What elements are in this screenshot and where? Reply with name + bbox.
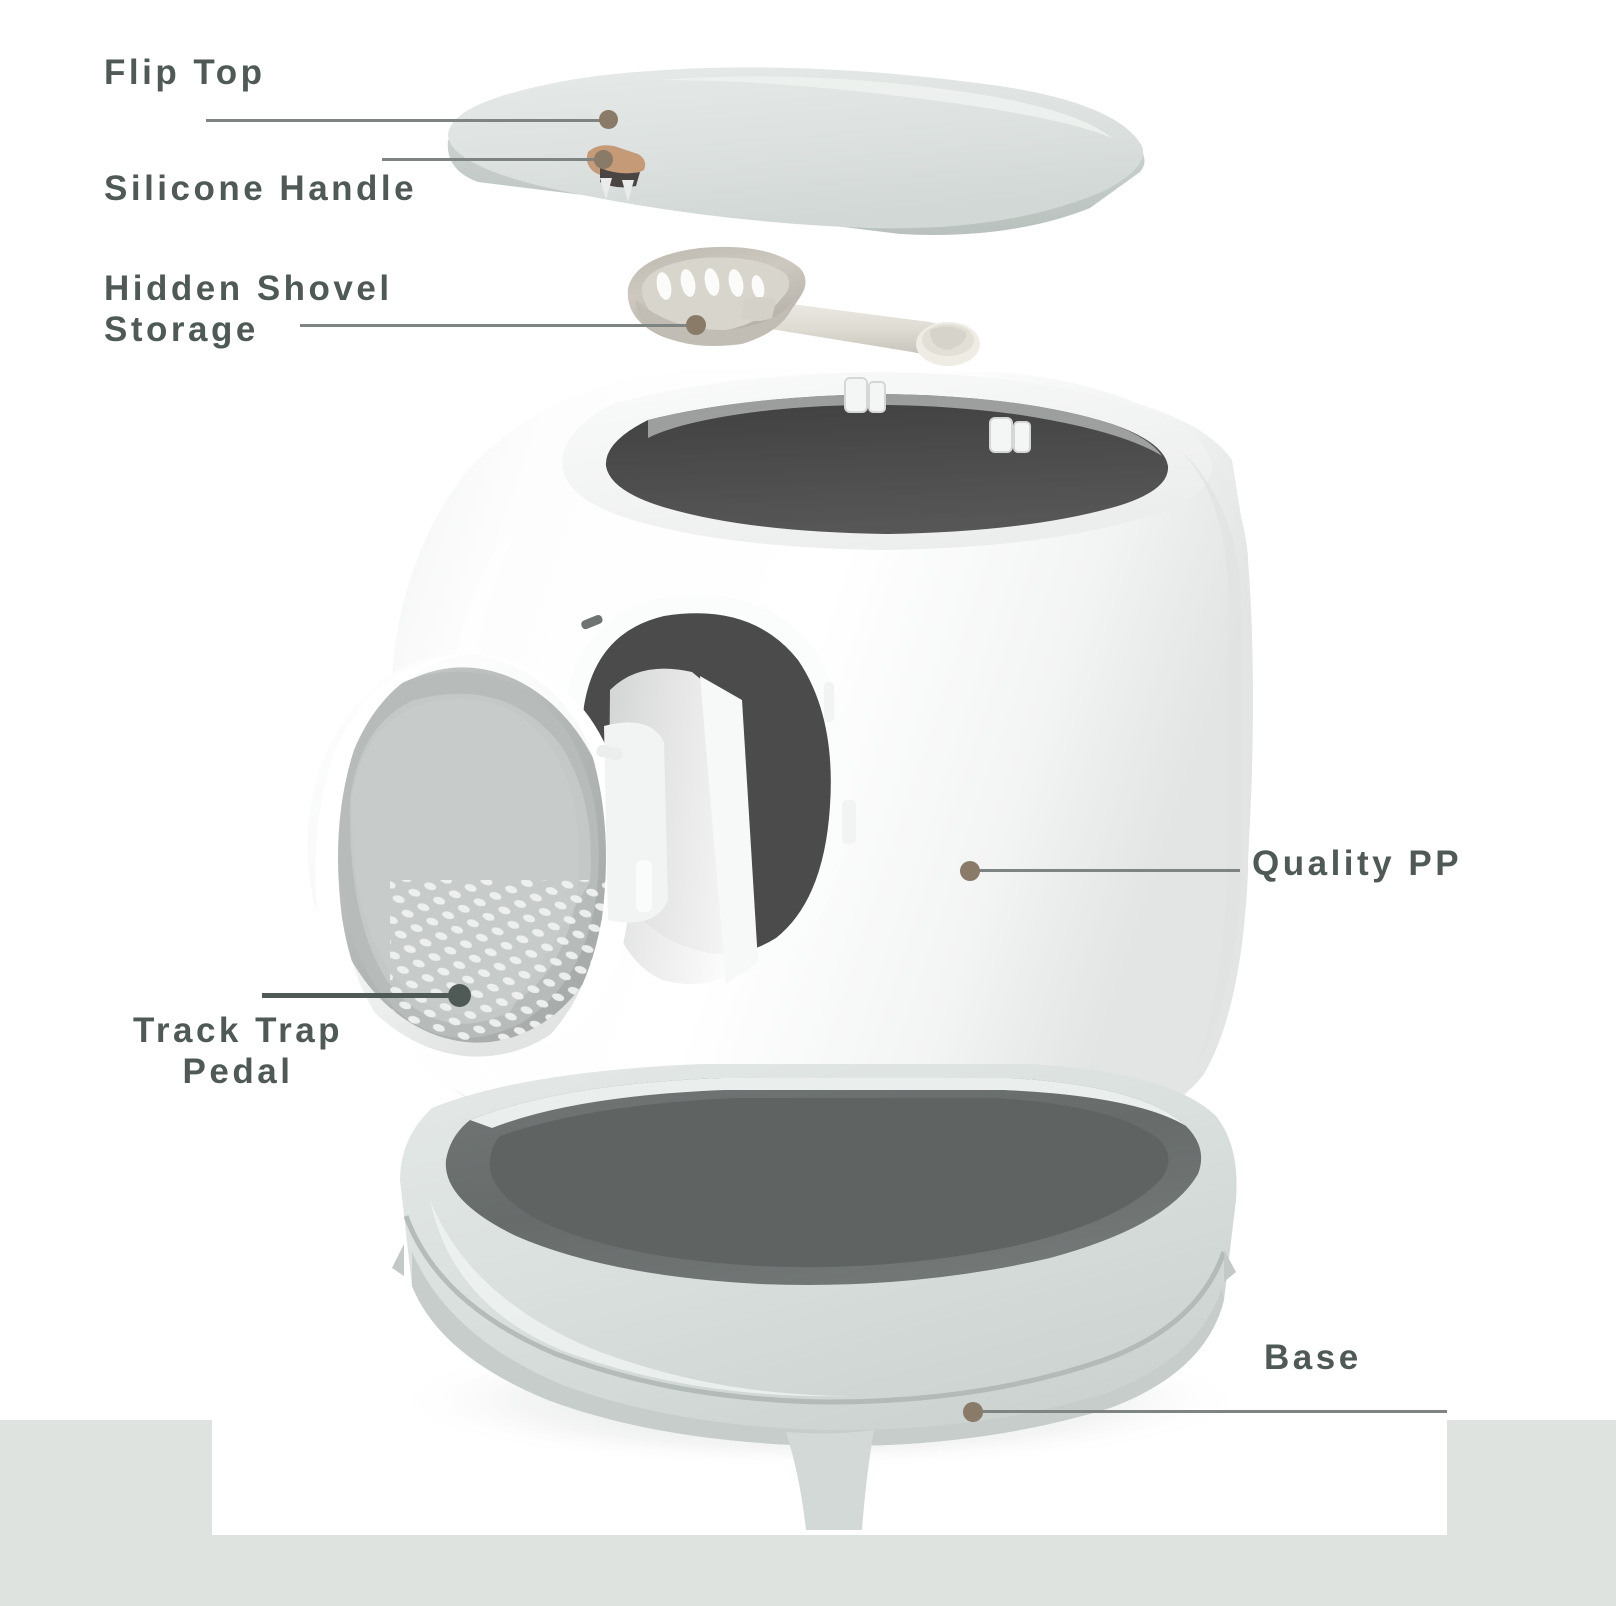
connector-line-silicone-handle — [382, 158, 612, 161]
connector-dot-silicone-handle — [594, 150, 613, 169]
pedal-perforations — [390, 880, 610, 1040]
track-trap-pedal-art — [307, 653, 668, 1057]
connector-line-flip-top — [206, 119, 608, 122]
connector-dot-track-trap-pedal — [448, 984, 471, 1007]
interior-funnel-art — [608, 668, 758, 985]
hinge-tabs — [844, 377, 1031, 453]
connector-dot-hidden-shovel-storage — [686, 315, 706, 335]
entry-opening — [563, 594, 856, 976]
background-white-panel — [212, 1330, 1447, 1535]
connector-line-base — [975, 1410, 1447, 1413]
connector-dot-flip-top — [599, 110, 618, 129]
callout-label-base: Base — [1264, 1338, 1362, 1377]
connector-line-quality-pp — [975, 869, 1240, 872]
connector-line-hidden-shovel-storage — [300, 324, 700, 327]
callout-label-track-trap-pedal: Track Trap Pedal — [132, 1011, 344, 1092]
connector-line-track-trap-pedal — [262, 993, 467, 998]
flip-top-lid-art — [447, 67, 1145, 235]
callout-label-quality-pp: Quality PP — [1252, 844, 1463, 883]
connector-dot-quality-pp — [960, 861, 980, 881]
hidden-shovel-art — [627, 246, 980, 366]
callout-label-flip-top: Flip Top — [104, 53, 266, 92]
callout-label-hidden-shovel-storage: Hidden Shovel Storage — [104, 269, 393, 350]
connector-dot-base — [963, 1402, 983, 1422]
hood-art — [392, 367, 1253, 1142]
callout-label-silicone-handle: Silicone Handle — [104, 169, 418, 208]
